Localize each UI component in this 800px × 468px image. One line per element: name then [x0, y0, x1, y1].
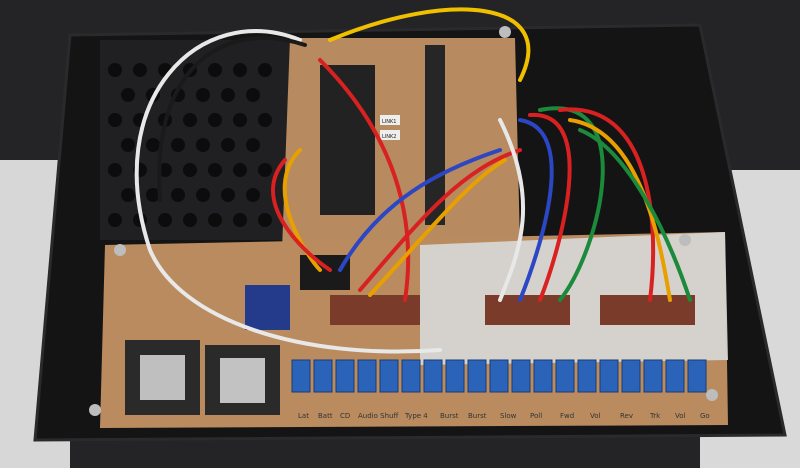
- bottom-label: Vol: [675, 412, 686, 420]
- bottom-label: Fwd: [560, 412, 574, 420]
- potentiometer-row: [291, 359, 707, 393]
- bottom-label: Trk: [649, 412, 661, 420]
- label-link2: [380, 130, 400, 140]
- bottom-label: Batt: [318, 412, 333, 420]
- bottom-label: Go: [700, 412, 710, 420]
- mp3-module-1-can: [140, 355, 185, 400]
- pcb-top: [282, 38, 520, 250]
- bottom-label: Vol: [590, 412, 601, 420]
- bottom-label: Slow: [500, 412, 517, 420]
- socket-2: [485, 295, 570, 325]
- connector-block: [300, 255, 350, 290]
- bottom-label: Burst: [440, 412, 459, 420]
- label-link1-text: LINK1: [382, 119, 396, 125]
- jumper-wires: [134, 7, 692, 354]
- bottom-labels: Lat Batt CD Audio Shuff Type 4 Burst Bur…: [298, 412, 710, 420]
- bottom-label: Type 4: [404, 412, 428, 420]
- level-shifter-board: [245, 285, 290, 330]
- label-link2-text: LINK2: [382, 134, 396, 140]
- label-link1: [380, 115, 400, 125]
- standoffs: [89, 26, 718, 416]
- bottom-label: CD: [340, 412, 350, 420]
- bottom-label: Audio Shuff: [358, 412, 398, 420]
- bottom-label: Poll: [530, 412, 542, 420]
- bottom-label: Burst: [468, 412, 487, 420]
- microcontroller-chip: [320, 65, 375, 215]
- bottom-label: Lat: [298, 412, 309, 420]
- bottom-label: Rev: [620, 412, 633, 420]
- socket-3: [600, 295, 695, 325]
- mp3-module-2-can: [220, 358, 265, 403]
